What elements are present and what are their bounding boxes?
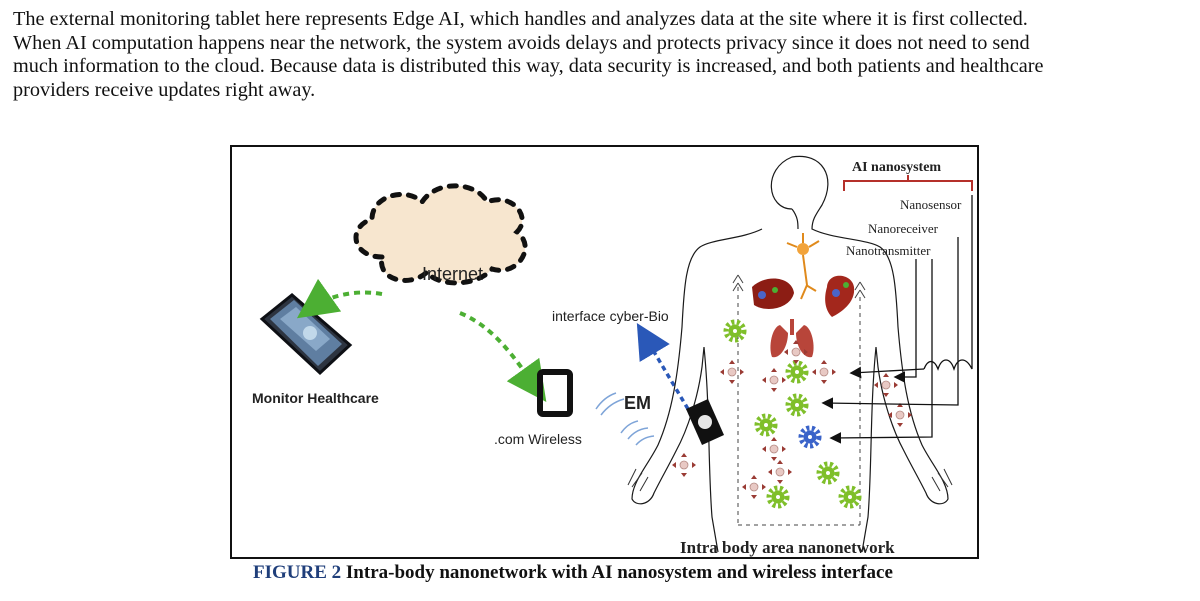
component-connector-lines [821,195,973,444]
internet-label: Internet [422,264,483,284]
phone-icon [537,369,573,417]
figure-2: Internet Monitor Healthcare .com Wireles… [230,145,979,559]
tablet-icon [259,293,353,376]
lungs-organ [770,319,814,358]
figure-caption: FIGURE 2 Intra-body nanonetwork with AI … [253,562,893,584]
up-arrows [732,274,866,299]
paragraph-line: The external monitoring tablet here repr… [13,8,1028,30]
figure-illustration: Internet Monitor Healthcare .com Wireles… [252,155,973,557]
monitor-healthcare-label: Monitor Healthcare [252,390,379,406]
body-paragraph: The external monitoring tablet here repr… [13,8,1195,102]
paragraph-line: When AI computation happens near the net… [13,31,1030,54]
ai-nanosystem-label: AI nanosystem [852,160,941,175]
figure-caption-label: FIGURE 2 [253,562,342,583]
wristband-device [686,399,724,445]
nanotransmitter-label: Nanotransmitter [846,243,931,258]
nanosensor-label: Nanosensor [900,197,962,212]
em-waves [595,392,655,446]
neuron-organ [786,233,820,300]
internet-cloud: Internet [353,183,528,286]
interface-cyber-bio-label: interface cyber-Bio [552,308,669,324]
human-body-outline [631,155,949,553]
intra-body-network-label: Intra body area nanonetwork [680,538,895,557]
internet-to-monitor-link [296,278,383,319]
em-label: EM [624,393,651,413]
paragraph-line: providers receive updates right away. [13,78,316,101]
paragraph-line: much information to the cloud. Because d… [13,55,1044,77]
figure-caption-text: Intra-body nanonetwork with AI nanosyste… [345,562,893,583]
liver-organ [752,278,794,309]
wireless-label: .com Wireless [494,431,582,447]
nanoreceiver-label: Nanoreceiver [868,221,939,236]
ai-nanosystem-bracket [843,175,973,191]
heart-organ [825,275,855,317]
body-network-bounds [737,287,861,526]
internet-to-wireless-link [459,311,547,402]
